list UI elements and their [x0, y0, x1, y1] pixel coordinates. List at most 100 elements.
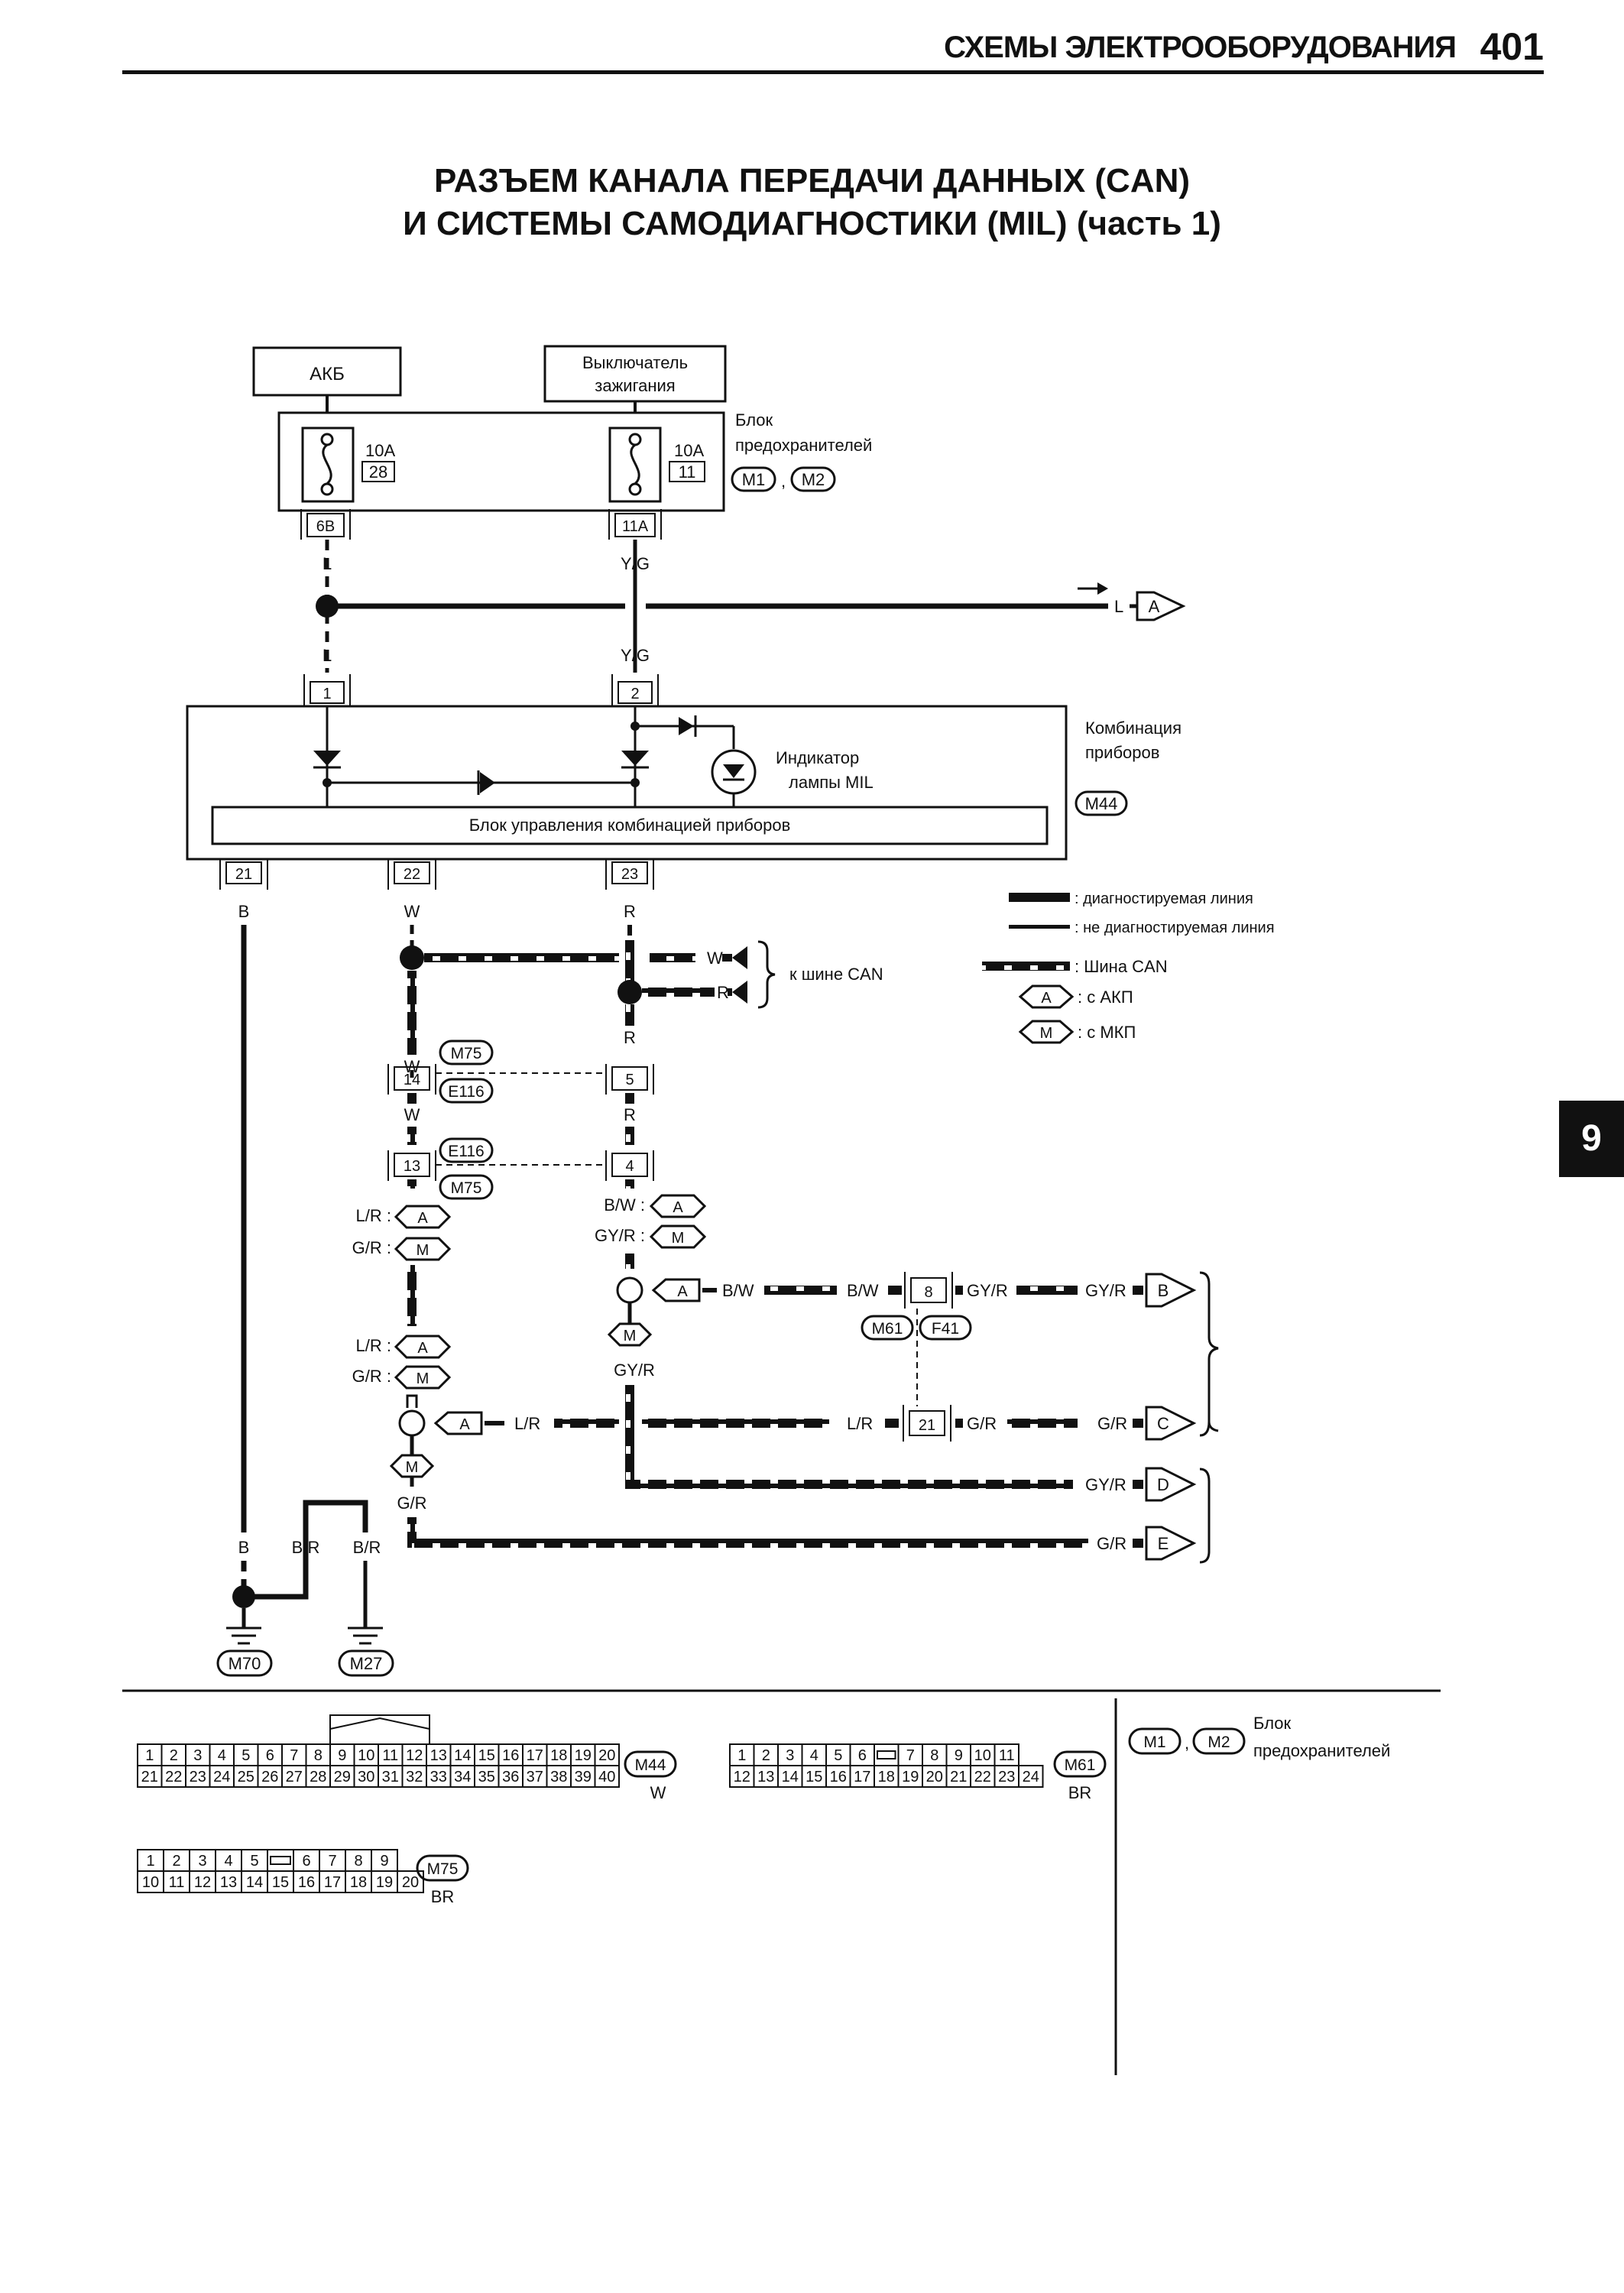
connector-4: 4 — [605, 1150, 654, 1181]
svg-text:GY/R :: GY/R : — [595, 1226, 645, 1245]
pin-number: 20 — [926, 1769, 943, 1785]
svg-text:GY/R: GY/R — [614, 1361, 655, 1380]
svg-text:Блок: Блок — [735, 410, 773, 430]
can-line-gyr — [625, 1385, 634, 1489]
arrow-right-icon — [722, 946, 747, 969]
connector-tag-F41: F41 — [919, 1315, 972, 1341]
svg-text:F41: F41 — [932, 1320, 959, 1338]
pin-number: 4 — [810, 1747, 818, 1764]
pin-number: 9 — [955, 1747, 963, 1764]
mil-lamp-icon — [711, 749, 757, 795]
fuse-icon — [322, 443, 332, 485]
svg-text:A: A — [1149, 597, 1160, 616]
pin-number: 28 — [310, 1769, 326, 1785]
meter-connector-M44: M44 — [1075, 790, 1128, 816]
pin-number: 26 — [261, 1769, 278, 1785]
ref-A-tag: A — [394, 1205, 452, 1229]
svg-text:8: 8 — [924, 1284, 932, 1301]
pin-number: 22 — [974, 1769, 991, 1785]
pin-number: 18 — [878, 1769, 895, 1785]
svg-text:M44: M44 — [1085, 794, 1118, 813]
pin-number: 19 — [575, 1747, 592, 1764]
pin-number: 19 — [376, 1874, 393, 1891]
pin-number: 6 — [266, 1747, 274, 1764]
pin-number: 31 — [382, 1769, 399, 1785]
svg-text:Блок: Блок — [1253, 1714, 1292, 1733]
svg-text:W: W — [707, 949, 723, 968]
brace-de — [1199, 1468, 1211, 1564]
arrow-right-icon — [1078, 582, 1108, 595]
ground-M27: M27 — [338, 1649, 394, 1677]
svg-text:4: 4 — [625, 1158, 634, 1175]
splice-can-r — [618, 980, 642, 1004]
pin-number: 16 — [298, 1874, 315, 1891]
pin-number: 5 — [241, 1747, 250, 1764]
svg-text:: Шина CAN: : Шина CAN — [1075, 957, 1168, 976]
pin-number: 11 — [169, 1874, 185, 1891]
combination-meter-outline — [186, 705, 1068, 861]
connector-cavity — [397, 1870, 424, 1893]
can-bus-r — [642, 988, 715, 997]
svg-text:L: L — [323, 554, 332, 573]
pin-number: 23 — [998, 1769, 1015, 1785]
legend: : диагностируемая линия : не диагностиру… — [982, 890, 1275, 1044]
svg-text:: с АКП: : с АКП — [1078, 988, 1133, 1007]
svg-text:L/R: L/R — [514, 1414, 540, 1433]
svg-text:: не диагностируемая линия: : не диагностируемая линия — [1075, 919, 1275, 936]
ref-A-flag: A — [1136, 591, 1186, 621]
pin-number: 9 — [380, 1853, 388, 1870]
pin-number: 21 — [141, 1769, 158, 1785]
svg-text:B: B — [238, 902, 250, 921]
fuse-11: 10A 11 — [608, 426, 705, 503]
brace-bc — [1199, 1271, 1219, 1437]
ref-M-tag: M — [394, 1237, 452, 1261]
pin-number: 33 — [430, 1769, 447, 1785]
pin-number: 16 — [830, 1769, 847, 1785]
pin-number: 11 — [999, 1747, 1015, 1764]
svg-text:M: M — [1040, 1025, 1053, 1042]
svg-text:M: M — [672, 1230, 685, 1247]
pin-number: 21 — [950, 1769, 967, 1785]
connector-key — [270, 1856, 291, 1865]
ref-M-tag: M — [649, 1224, 707, 1249]
svg-text:11A: 11A — [622, 518, 649, 535]
pin-number: 40 — [598, 1769, 615, 1785]
can-line-C — [642, 1419, 829, 1428]
can-bus-w — [424, 953, 619, 962]
pin-number: 15 — [478, 1747, 495, 1764]
pin-number: 5 — [250, 1853, 258, 1870]
svg-text:АКБ: АКБ — [310, 364, 345, 384]
pin-number: 12 — [194, 1874, 211, 1891]
svg-text:L/R :: L/R : — [356, 1206, 391, 1225]
pin-number: 18 — [550, 1747, 567, 1764]
fuse-block-label: Блок предохранителей M1 , M2 — [731, 410, 872, 492]
svg-text:лампы MIL: лампы MIL — [789, 773, 874, 792]
meter-control-unit: Блок управления комбинацией приборов — [211, 806, 1049, 845]
diode-icon — [679, 717, 694, 735]
svg-text:M61: M61 — [1065, 1756, 1096, 1774]
svg-text:Индикатор: Индикатор — [776, 748, 859, 767]
svg-text:M44: M44 — [635, 1756, 666, 1774]
svg-text:5: 5 — [625, 1072, 634, 1088]
connector-14: 14 — [387, 1064, 436, 1095]
svg-text:R: R — [717, 983, 729, 1002]
connector-cavity — [594, 1765, 620, 1788]
connector-5: 5 — [605, 1064, 654, 1095]
pin-number: 2 — [172, 1853, 180, 1870]
pin-number: 16 — [502, 1747, 519, 1764]
pin-number: 1 — [145, 1747, 154, 1764]
pin-number: 15 — [806, 1769, 822, 1785]
svg-text:Блок управления комбинацией пр: Блок управления комбинацией приборов — [469, 816, 791, 835]
ref-B-flag: B — [1145, 1273, 1197, 1308]
svg-text:M70: M70 — [229, 1654, 261, 1673]
pin-number: 14 — [246, 1874, 263, 1891]
connector-tag-M61: M61 — [861, 1315, 914, 1341]
pin-number: 14 — [782, 1769, 799, 1785]
meter-pin-21: 21 — [219, 859, 268, 890]
connector-cavity — [1018, 1765, 1044, 1788]
header-rule — [122, 70, 1544, 74]
svg-text:13: 13 — [404, 1158, 420, 1175]
pin-number: 1 — [146, 1853, 154, 1870]
pin-number: 7 — [328, 1853, 336, 1870]
pin-number: 13 — [757, 1769, 774, 1785]
